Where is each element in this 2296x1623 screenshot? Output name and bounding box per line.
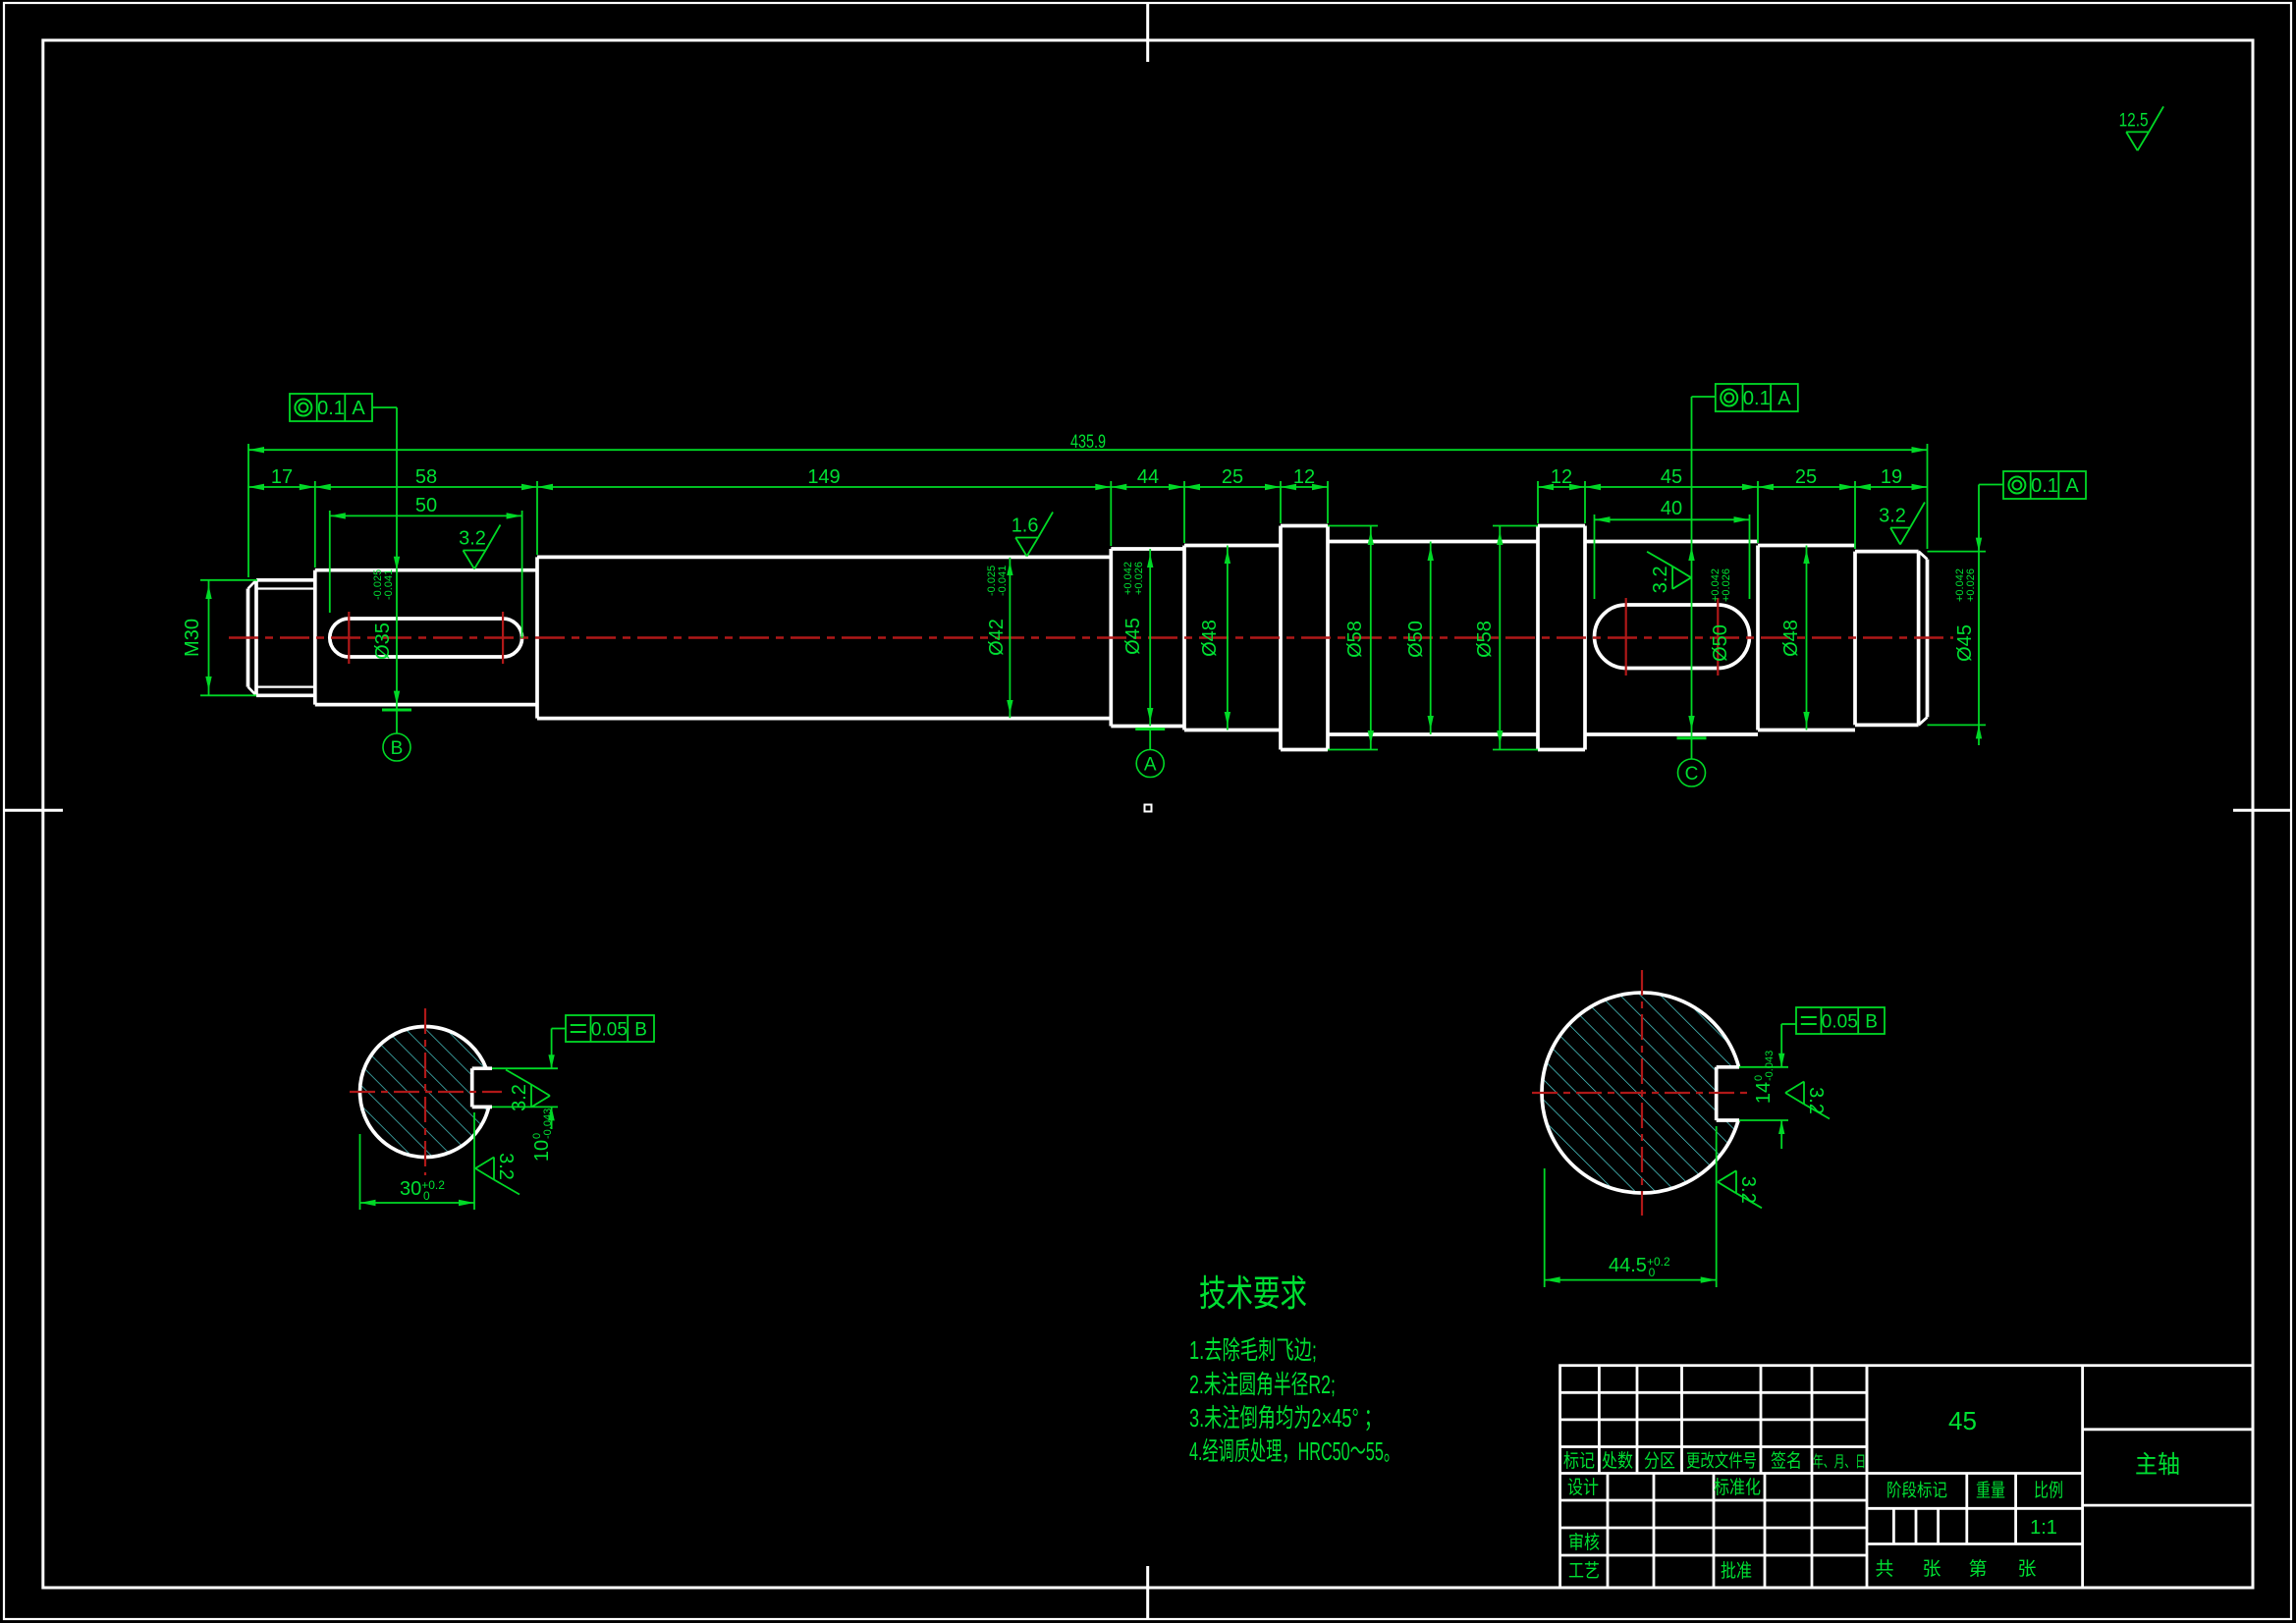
svg-text:58: 58 (415, 466, 437, 488)
svg-text:处数: 处数 (1602, 1450, 1633, 1472)
svg-text:0.1: 0.1 (1743, 388, 1771, 409)
svg-text:张: 张 (1922, 1558, 1941, 1580)
svg-text:Ø50: Ø50 (1405, 621, 1427, 658)
svg-text:12: 12 (1293, 466, 1315, 488)
svg-text:签名: 签名 (1771, 1450, 1802, 1472)
svg-text:+0.042: +0.042 (1122, 562, 1134, 595)
svg-text:14: 14 (1753, 1082, 1775, 1104)
svg-text:3.2: 3.2 (1879, 506, 1906, 527)
svg-text:149: 149 (807, 466, 840, 488)
svg-text:45: 45 (1661, 466, 1682, 488)
svg-text:44: 44 (1137, 466, 1159, 488)
svg-text:第: 第 (1968, 1558, 1987, 1580)
svg-text:M30: M30 (182, 619, 203, 657)
svg-text:Ø58: Ø58 (1344, 621, 1366, 658)
svg-text:0.05: 0.05 (591, 1020, 628, 1041)
svg-text:+0.042: +0.042 (1954, 568, 1966, 602)
svg-text:3.2: 3.2 (1805, 1087, 1827, 1114)
svg-text:1:1: 1:1 (2030, 1517, 2057, 1539)
svg-text:435.9: 435.9 (1070, 432, 1106, 453)
svg-text:张: 张 (2017, 1558, 2036, 1580)
svg-text:3.未注倒角均为2×45° ；: 3.未注倒角均为2×45° ； (1189, 1403, 1382, 1433)
svg-text:+0.042: +0.042 (1710, 568, 1722, 602)
svg-text:3.2: 3.2 (509, 1084, 530, 1111)
svg-text:Ø48: Ø48 (1780, 620, 1802, 657)
svg-text:共: 共 (1875, 1558, 1893, 1580)
svg-text:40: 40 (1661, 498, 1682, 519)
svg-text:-0.043: -0.043 (1764, 1051, 1776, 1081)
svg-text:B: B (634, 1020, 647, 1041)
svg-text:25: 25 (1222, 466, 1243, 488)
svg-text:25: 25 (1795, 466, 1817, 488)
svg-text:+0.026: +0.026 (1721, 568, 1732, 602)
svg-text:批准: 批准 (1721, 1560, 1752, 1582)
svg-text:审核: 审核 (1568, 1532, 1600, 1553)
svg-text:17: 17 (271, 466, 293, 488)
svg-text:A: A (1777, 388, 1791, 409)
svg-text:A: A (1144, 755, 1157, 776)
svg-text:A: A (2065, 475, 2079, 497)
svg-text:-0.025: -0.025 (372, 569, 384, 600)
svg-text:比例: 比例 (2034, 1480, 2063, 1501)
svg-text:Ø58: Ø58 (1474, 621, 1496, 658)
svg-text:0: 0 (1753, 1075, 1765, 1081)
svg-text:技术要求: 技术要求 (1199, 1273, 1307, 1314)
svg-text:B: B (1865, 1012, 1878, 1033)
svg-text:设计: 设计 (1567, 1477, 1599, 1498)
svg-text:10: 10 (531, 1140, 553, 1162)
svg-text:0.1: 0.1 (317, 398, 345, 419)
svg-text:阶段标记: 阶段标记 (1886, 1481, 1947, 1500)
svg-text:0.1: 0.1 (2031, 475, 2058, 497)
svg-text:重量: 重量 (1976, 1480, 2005, 1501)
svg-text:Ø42: Ø42 (986, 619, 1008, 656)
svg-text:主轴: 主轴 (2135, 1451, 2180, 1479)
svg-text:3.2: 3.2 (459, 528, 486, 550)
svg-text:1.去除毛刺飞边;: 1.去除毛刺飞边; (1189, 1335, 1317, 1365)
svg-text:-0.041: -0.041 (997, 566, 1009, 596)
svg-text:3.2: 3.2 (1650, 566, 1671, 593)
svg-text:年、月、日: 年、月、日 (1813, 1453, 1866, 1471)
svg-text:12: 12 (1551, 466, 1572, 488)
svg-text:标记: 标记 (1563, 1450, 1595, 1472)
svg-text:B: B (391, 738, 404, 759)
svg-text:2.未注圆角半径R2;: 2.未注圆角半径R2; (1189, 1370, 1336, 1399)
svg-text:Ø48: Ø48 (1199, 620, 1221, 657)
svg-text:3.2: 3.2 (1737, 1176, 1759, 1204)
svg-text:1.6: 1.6 (1011, 515, 1039, 537)
svg-text:A: A (352, 398, 365, 419)
svg-text:-0.025: -0.025 (986, 566, 998, 596)
svg-text:3.2: 3.2 (495, 1153, 517, 1180)
svg-text:19: 19 (1881, 466, 1902, 488)
svg-text:分区: 分区 (1644, 1450, 1675, 1472)
svg-text:-0.041: -0.041 (383, 569, 395, 600)
svg-text:12.5: 12.5 (2119, 110, 2149, 131)
svg-text:45: 45 (1948, 1406, 1977, 1435)
svg-text:工艺: 工艺 (1568, 1560, 1600, 1582)
svg-text:0: 0 (531, 1133, 543, 1139)
svg-text:+0.026: +0.026 (1133, 562, 1145, 595)
svg-text:0.05: 0.05 (1822, 1012, 1858, 1033)
svg-text:标准化: 标准化 (1714, 1477, 1761, 1498)
svg-text:Ø50: Ø50 (1710, 624, 1731, 662)
svg-text:Ø45: Ø45 (1122, 618, 1144, 655)
svg-text:+0.026: +0.026 (1965, 568, 1977, 602)
svg-text:4.经调质处理，HRC50～55。: 4.经调质处理，HRC50～55。 (1189, 1436, 1399, 1466)
svg-text:-0.043: -0.043 (542, 1109, 554, 1139)
svg-text:Ø45: Ø45 (1954, 624, 1976, 662)
svg-text:更改文件号: 更改文件号 (1686, 1451, 1757, 1471)
svg-text:C: C (1685, 764, 1699, 784)
svg-text:Ø35: Ø35 (372, 622, 394, 660)
svg-text:50: 50 (415, 495, 437, 516)
